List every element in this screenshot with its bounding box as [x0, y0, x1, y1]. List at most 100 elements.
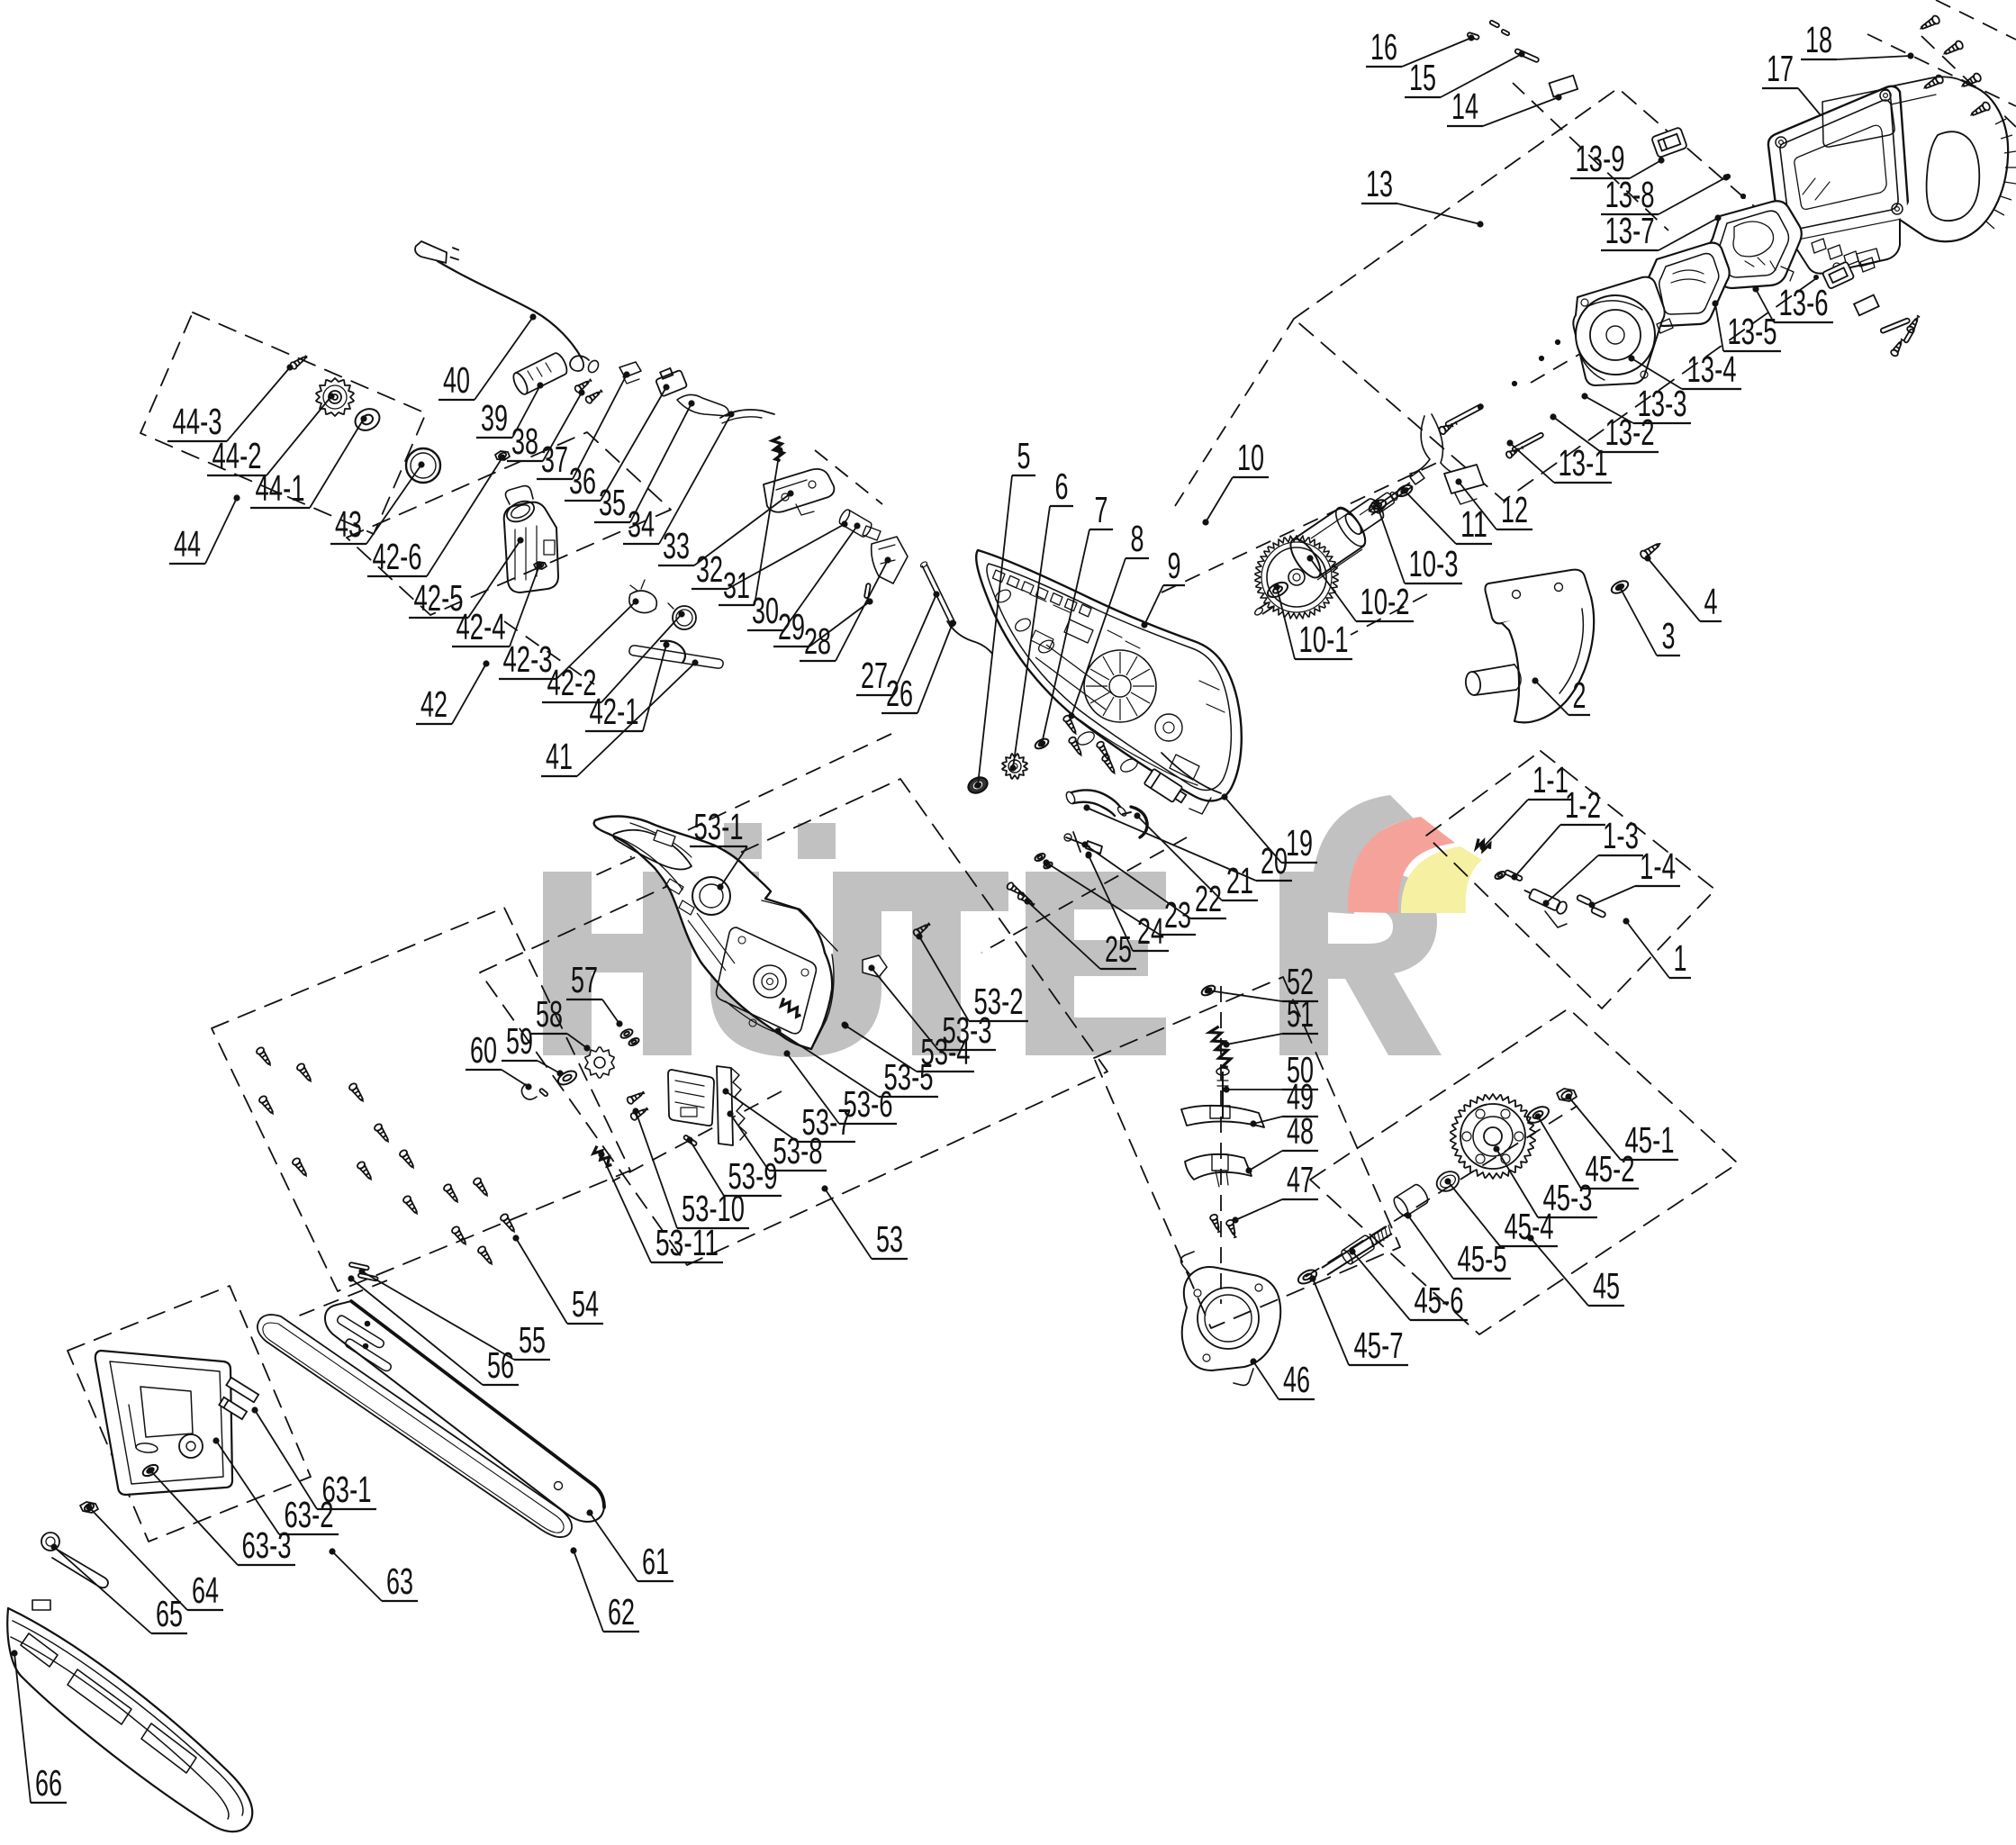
svg-text:25: 25	[1105, 928, 1132, 970]
svg-text:36: 36	[569, 460, 596, 502]
svg-text:24: 24	[1137, 910, 1164, 952]
svg-text:42-5: 42-5	[414, 577, 464, 619]
svg-text:32: 32	[696, 548, 723, 590]
svg-text:13: 13	[1366, 163, 1393, 204]
svg-text:14: 14	[1451, 86, 1478, 127]
svg-text:33: 33	[663, 525, 690, 566]
svg-text:10: 10	[1237, 437, 1264, 478]
svg-text:16: 16	[1370, 26, 1397, 68]
svg-text:42-3: 42-3	[503, 638, 553, 680]
svg-text:18: 18	[1805, 19, 1832, 60]
svg-text:41: 41	[546, 736, 573, 777]
svg-text:59: 59	[506, 1020, 533, 1062]
svg-text:53-4: 53-4	[921, 1031, 971, 1072]
svg-text:65: 65	[156, 1593, 183, 1634]
svg-text:44-1: 44-1	[256, 467, 305, 509]
svg-text:63-3: 63-3	[242, 1524, 292, 1566]
svg-text:1: 1	[1674, 937, 1687, 979]
svg-text:63-1: 63-1	[322, 1469, 372, 1510]
svg-text:45: 45	[1593, 1265, 1620, 1307]
svg-text:37: 37	[541, 439, 568, 480]
svg-text:44: 44	[174, 523, 201, 565]
svg-text:35: 35	[599, 482, 626, 523]
svg-text:19: 19	[1286, 822, 1313, 864]
svg-text:46: 46	[1283, 1359, 1310, 1400]
svg-text:53-3: 53-3	[943, 1009, 992, 1051]
svg-text:58: 58	[536, 993, 563, 1035]
svg-text:50: 50	[1287, 1049, 1314, 1090]
svg-text:10-3: 10-3	[1409, 543, 1459, 584]
svg-text:53-11: 53-11	[655, 1222, 719, 1263]
svg-text:64: 64	[192, 1569, 219, 1611]
svg-text:53-5: 53-5	[884, 1056, 934, 1098]
svg-text:22: 22	[1195, 878, 1222, 919]
svg-text:4: 4	[1704, 581, 1718, 622]
svg-text:6: 6	[1055, 466, 1069, 507]
svg-text:45-6: 45-6	[1415, 1280, 1464, 1321]
svg-text:53-7: 53-7	[802, 1101, 852, 1143]
svg-text:45-7: 45-7	[1354, 1325, 1404, 1366]
svg-text:66: 66	[35, 1762, 62, 1804]
svg-text:56: 56	[487, 1344, 514, 1386]
svg-text:31: 31	[723, 565, 750, 606]
svg-text:27: 27	[861, 655, 888, 696]
svg-text:23: 23	[1164, 894, 1191, 936]
svg-text:30: 30	[752, 590, 779, 631]
svg-text:13-7: 13-7	[1605, 210, 1655, 251]
svg-text:53-2: 53-2	[974, 981, 1024, 1022]
svg-text:53-6: 53-6	[844, 1083, 893, 1125]
svg-text:40: 40	[443, 359, 470, 401]
svg-text:42-1: 42-1	[590, 691, 639, 732]
svg-text:55: 55	[519, 1319, 546, 1361]
svg-text:12: 12	[1501, 489, 1528, 530]
svg-text:13-1: 13-1	[1559, 442, 1608, 484]
svg-text:8: 8	[1131, 518, 1144, 559]
svg-text:53-9: 53-9	[728, 1155, 778, 1197]
svg-text:39: 39	[481, 397, 508, 439]
svg-text:62: 62	[608, 1591, 635, 1632]
svg-text:60: 60	[470, 1029, 497, 1071]
svg-text:34: 34	[628, 503, 655, 545]
svg-text:43: 43	[335, 503, 362, 545]
svg-text:42-2: 42-2	[547, 662, 597, 703]
svg-text:54: 54	[572, 1283, 599, 1325]
svg-text:15: 15	[1409, 57, 1436, 98]
svg-text:45-1: 45-1	[1625, 1119, 1675, 1161]
svg-text:9: 9	[1168, 545, 1181, 586]
svg-text:47: 47	[1287, 1159, 1314, 1200]
svg-text:53-1: 53-1	[694, 806, 744, 847]
svg-text:53-10: 53-10	[682, 1188, 745, 1229]
svg-text:42-6: 42-6	[373, 536, 422, 577]
svg-text:13-2: 13-2	[1605, 412, 1655, 453]
svg-text:44-2: 44-2	[212, 435, 262, 476]
svg-text:13-5: 13-5	[1728, 311, 1777, 352]
svg-text:28: 28	[804, 620, 831, 662]
svg-text:57: 57	[571, 959, 598, 1000]
svg-text:63-2: 63-2	[285, 1494, 334, 1535]
svg-text:1-3: 1-3	[1603, 815, 1639, 856]
svg-text:1-2: 1-2	[1565, 784, 1601, 826]
svg-text:13-4: 13-4	[1687, 348, 1737, 390]
svg-text:1-1: 1-1	[1532, 759, 1569, 800]
svg-text:10-2: 10-2	[1361, 581, 1410, 622]
svg-text:42-4: 42-4	[457, 606, 506, 647]
svg-text:1-4: 1-4	[1640, 846, 1676, 887]
svg-text:20: 20	[1261, 840, 1288, 882]
svg-text:13-9: 13-9	[1576, 138, 1625, 179]
svg-text:2: 2	[1573, 674, 1587, 716]
svg-text:44-3: 44-3	[173, 401, 222, 442]
svg-text:3: 3	[1662, 615, 1676, 656]
svg-text:17: 17	[1767, 48, 1794, 89]
svg-text:42: 42	[420, 683, 447, 725]
svg-text:61: 61	[642, 1541, 669, 1582]
svg-text:11: 11	[1460, 503, 1487, 545]
svg-text:63: 63	[386, 1560, 413, 1602]
svg-text:48: 48	[1287, 1110, 1314, 1152]
svg-text:13-8: 13-8	[1605, 174, 1655, 215]
svg-text:29: 29	[778, 606, 805, 647]
svg-text:52: 52	[1287, 961, 1314, 1002]
svg-text:26: 26	[886, 673, 913, 714]
svg-text:45-2: 45-2	[1586, 1148, 1635, 1189]
svg-text:45-3: 45-3	[1543, 1177, 1593, 1218]
svg-text:13-6: 13-6	[1779, 282, 1829, 323]
